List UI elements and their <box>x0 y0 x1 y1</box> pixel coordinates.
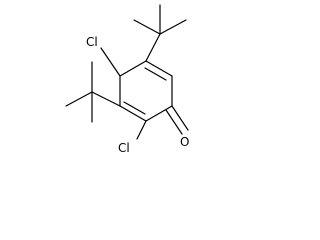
ring-bond-chcl-ct <box>119 60 147 77</box>
carbonyl-bond-1 <box>171 105 189 131</box>
tbu-top-attach-bond <box>145 33 161 62</box>
ring-bond-ct-ch <box>145 60 173 77</box>
tbu-top-methyl-left <box>133 19 161 35</box>
ring-bond-ccl-cbu-double <box>123 101 146 115</box>
c-cl-bond-bottom <box>136 120 147 140</box>
chemical-structure-diagram: Cl Cl O <box>65 4 189 155</box>
chlorine-label-top: Cl <box>86 35 98 49</box>
carbonyl-bond-2 <box>165 109 183 135</box>
oxygen-label: O <box>180 135 189 149</box>
tbu-top-methyl-right <box>159 19 187 35</box>
ring-bond-ct-ch-double <box>144 67 167 81</box>
tbu-left-attach-bond <box>91 91 121 107</box>
ring-bond-ccl-cbu <box>119 105 147 122</box>
c-cl-bond-top <box>100 47 121 77</box>
tbu-left-methyl-left <box>65 91 93 107</box>
ring-bond-co-ccl <box>145 105 173 122</box>
chlorine-label-bottom: Cl <box>118 141 130 155</box>
